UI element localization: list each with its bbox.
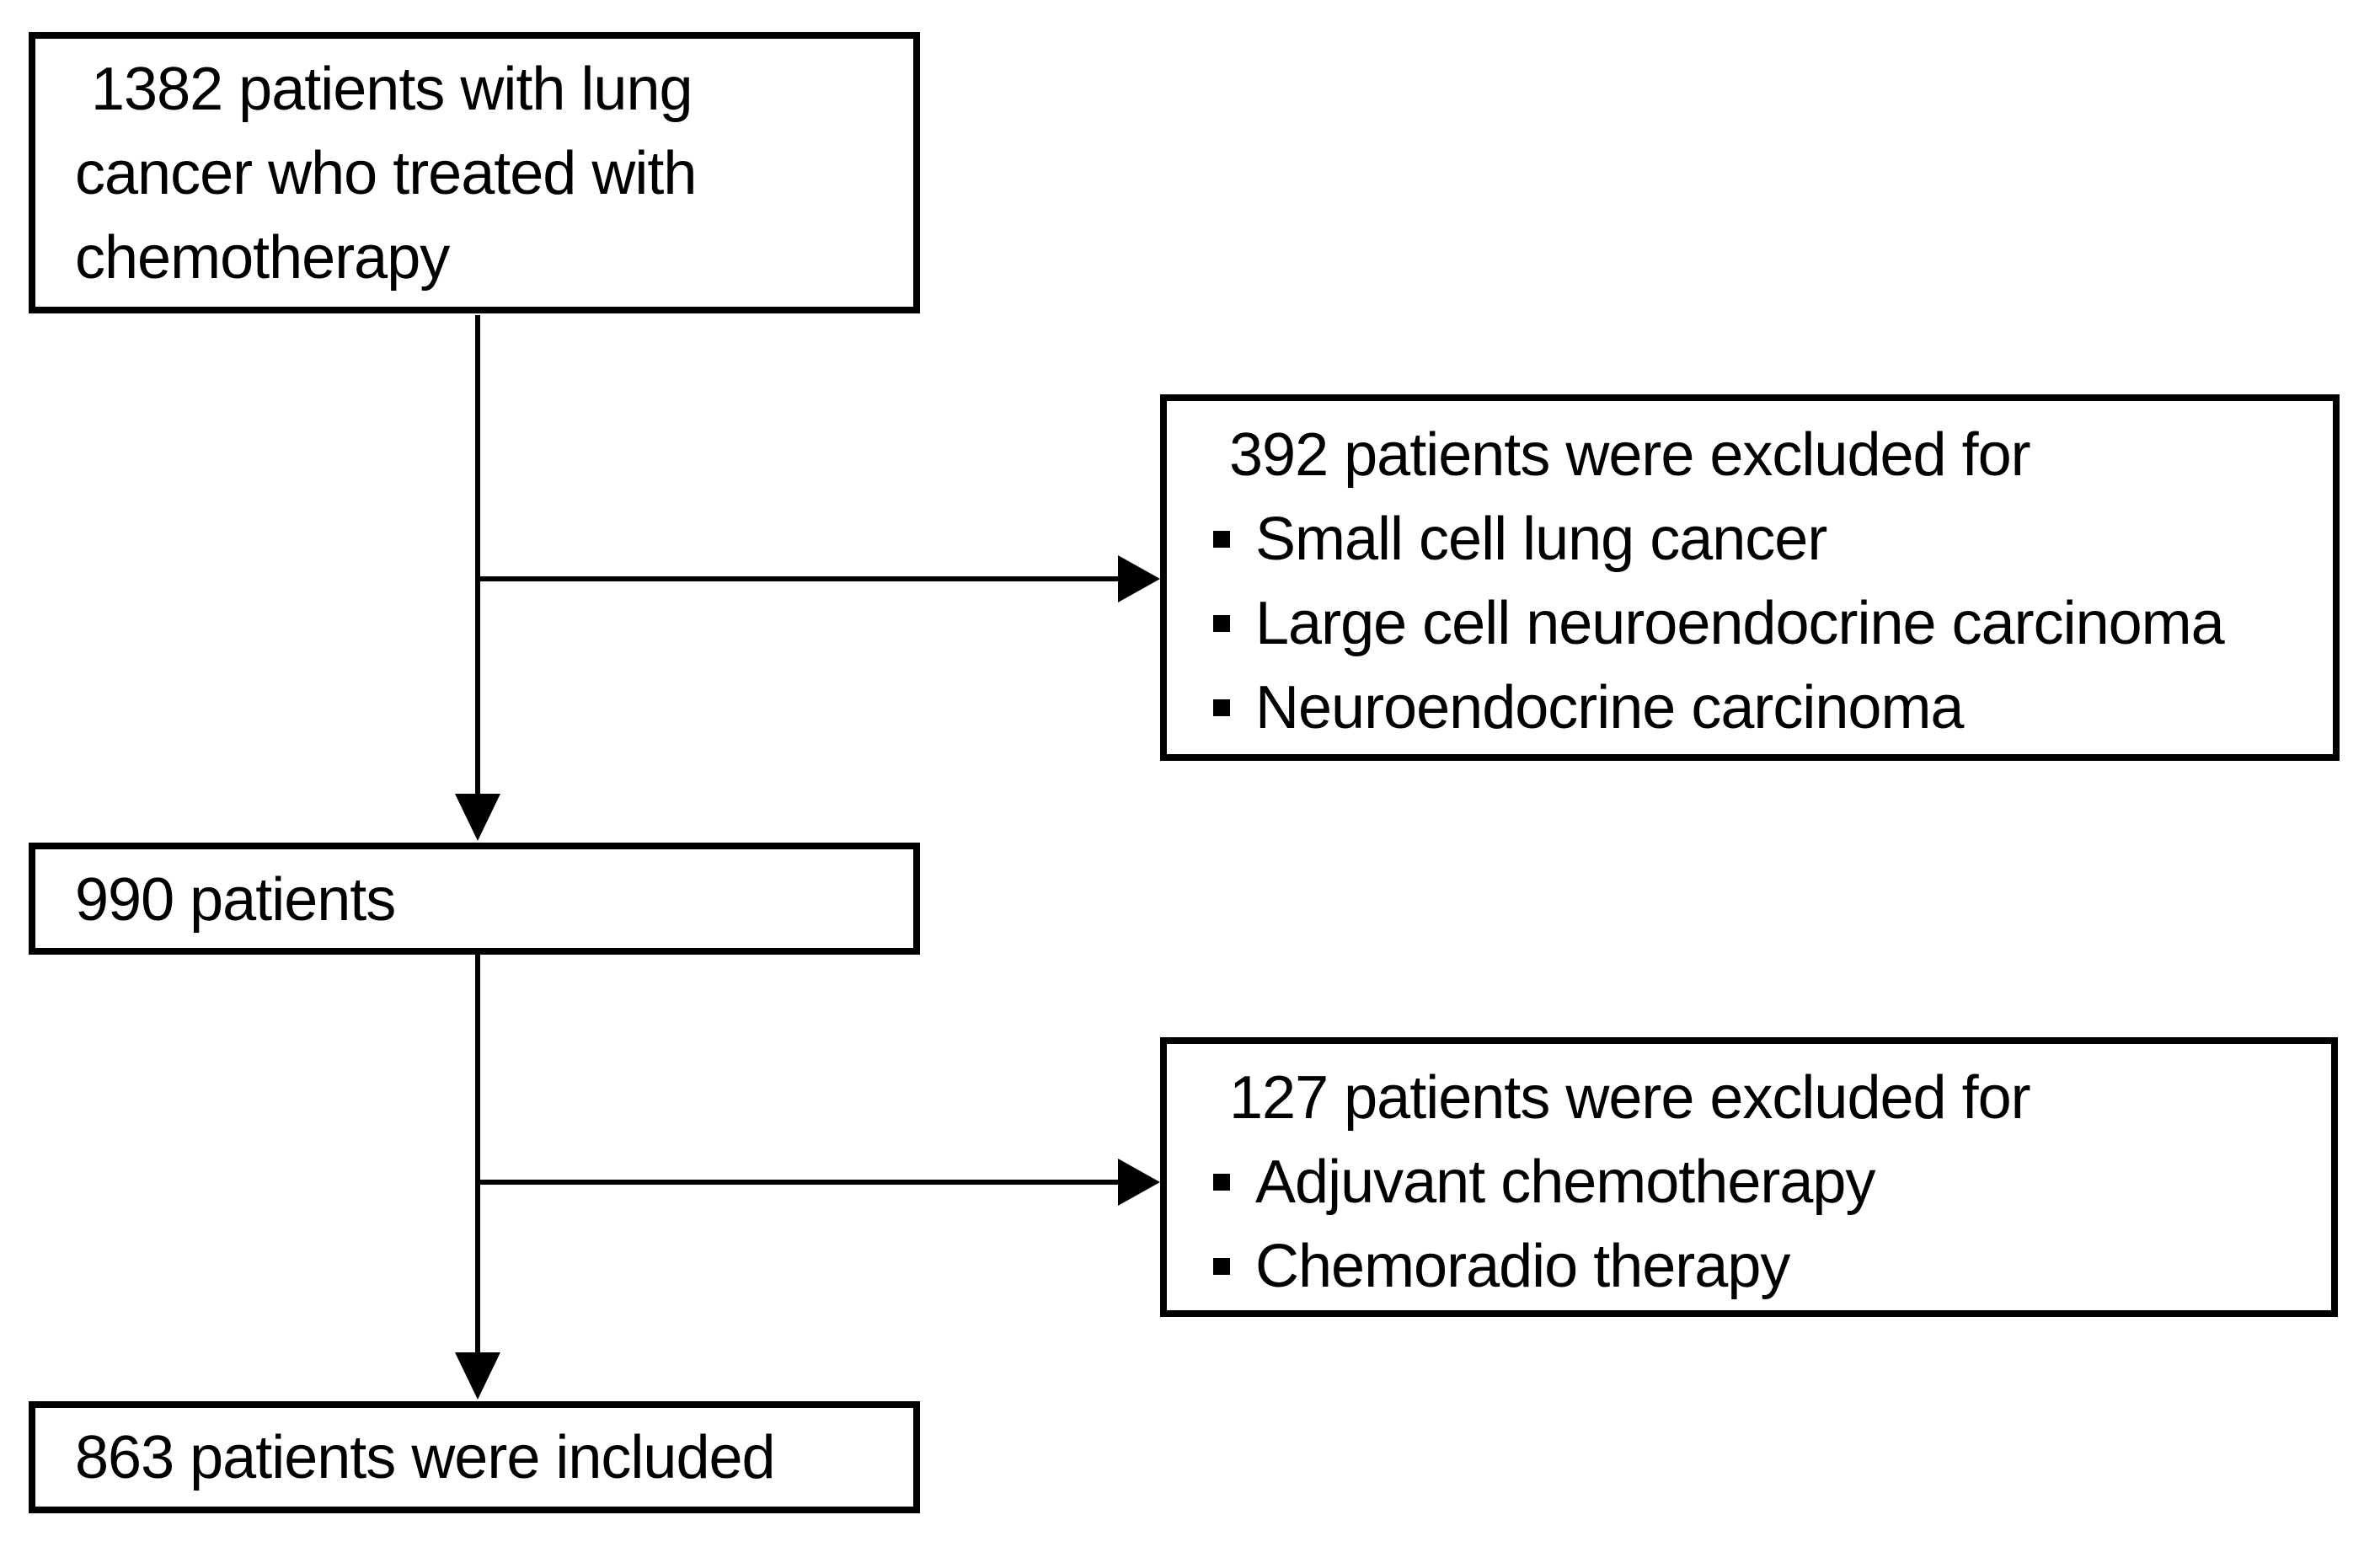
arrowhead-right-icon <box>1118 555 1160 602</box>
node-exclusion-second: 127 patients were excluded for Adjuvant … <box>1160 1037 2338 1317</box>
node-initial-line-3: chemotherapy <box>75 224 450 292</box>
exclusion-second-item-1: Adjuvant chemotherapy <box>1255 1148 1875 1216</box>
node-interim-label: 990 patients <box>75 866 396 934</box>
list-item: Chemoradio therapy <box>1213 1224 2331 1309</box>
node-initial-line-2: cancer who treated with <box>75 140 697 207</box>
node-final-label: 863 patients were included <box>75 1424 776 1491</box>
exclusion-first-item-1: Small cell lung cancer <box>1255 506 1827 573</box>
list-item: Large cell neuroendocrine carcinoma <box>1213 581 2333 666</box>
arrowhead-right-icon <box>1118 1159 1160 1206</box>
connector-initial-to-interim <box>475 315 480 795</box>
exclusion-first-item-2: Large cell neuroendocrine carcinoma <box>1255 590 2225 657</box>
square-bullet-icon <box>1213 699 1230 716</box>
exclusion-first-item-3: Neuroendocrine carcinoma <box>1255 674 1964 741</box>
list-item: Small cell lung cancer <box>1213 497 2333 581</box>
square-bullet-icon <box>1213 531 1230 548</box>
square-bullet-icon <box>1213 1174 1230 1191</box>
exclusion-second-header: 127 patients were excluded for <box>1213 1064 2031 1132</box>
list-item: Neuroendocrine carcinoma <box>1213 666 2333 750</box>
square-bullet-icon <box>1213 615 1230 632</box>
connector-interim-to-final <box>475 955 480 1354</box>
exclusion-first-header: 392 patients were excluded for <box>1213 421 2031 489</box>
exclusion-second-item-2: Chemoradio therapy <box>1255 1233 1790 1300</box>
node-initial-line-1: 1382 patients with lung <box>75 56 693 123</box>
node-final-cohort: 863 patients were included <box>29 1401 920 1513</box>
branch-line-exclusion-second <box>478 1180 1120 1185</box>
arrowhead-down-icon <box>455 1352 500 1400</box>
branch-line-exclusion-first <box>478 576 1120 581</box>
square-bullet-icon <box>1213 1258 1230 1275</box>
arrowhead-down-icon <box>455 794 500 841</box>
node-exclusion-first: 392 patients were excluded for Small cel… <box>1160 394 2340 761</box>
node-interim-cohort: 990 patients <box>29 843 920 955</box>
node-initial-cohort: 1382 patients with lung cancer who treat… <box>29 32 920 313</box>
list-item: Adjuvant chemotherapy <box>1213 1140 2331 1224</box>
